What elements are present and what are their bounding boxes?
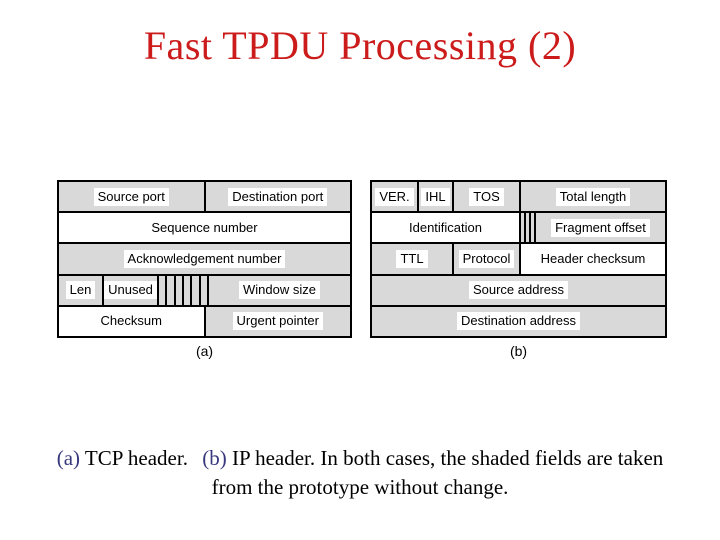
field-source-port: Source port <box>59 182 204 212</box>
field-window-size-label: Window size <box>239 281 320 300</box>
field-version: VER. <box>372 182 417 212</box>
field-identification: Identification <box>372 213 519 243</box>
caption-ref-b: (b) <box>202 446 227 470</box>
caption: (a) TCP header. (b) IP header. In both c… <box>0 444 720 502</box>
caption-line-1: (a) TCP header. (b) IP header. In both c… <box>0 444 720 473</box>
field-urgent-pointer: Urgent pointer <box>203 306 350 337</box>
field-checksum-label: Checksum <box>100 313 162 329</box>
field-fragment-offset-label: Fragment offset <box>551 218 650 237</box>
ip-flag-bit-cells <box>519 213 534 243</box>
ip-row-ttl-protocol-checksum: TTL Protocol Header checksum <box>372 242 665 274</box>
field-acknowledgement-number-label: Acknowledgement number <box>123 250 286 268</box>
flag-bit-cell <box>190 275 199 305</box>
caption-text-a: TCP header. <box>84 446 188 470</box>
flag-bit-cell <box>159 275 166 305</box>
tcp-diagram-label: (a) <box>195 343 214 359</box>
flag-bit-cell <box>173 275 182 305</box>
field-checksum: Checksum <box>59 306 204 337</box>
tcp-row-sequence: Sequence number <box>59 211 350 243</box>
ip-diagram-label: (b) <box>509 343 528 359</box>
ip-row-destination-address: Destination address <box>372 304 665 337</box>
field-ttl-label: TTL <box>396 250 428 268</box>
ip-row-identification-fragment: Identification Fragment offset <box>372 211 665 243</box>
field-version-label: VER. <box>375 187 414 206</box>
flag-bit-cell <box>181 275 191 305</box>
field-sequence-number-label: Sequence number <box>151 219 258 235</box>
tcp-row-checksum-urgent: Checksum Urgent pointer <box>59 304 350 337</box>
flag-bit-cell <box>198 275 207 305</box>
field-source-port-label: Source port <box>93 187 169 206</box>
field-protocol-label: Protocol <box>458 250 515 268</box>
caption-line-2: from the prototype without change. <box>211 475 509 499</box>
field-header-checksum-label: Header checksum <box>540 251 646 266</box>
tcp-row-ports: Source port Destination port <box>59 182 350 212</box>
tcp-row-acknowledgement: Acknowledgement number <box>59 242 350 274</box>
field-len-label: Len <box>65 281 96 300</box>
caption-text-b: IP header. In both cases, the shaded fie… <box>231 446 664 470</box>
field-ttl: TTL <box>372 244 452 274</box>
field-source-address-label: Source address <box>468 281 569 300</box>
field-protocol: Protocol <box>452 244 519 274</box>
field-destination-address: Destination address <box>372 306 665 337</box>
ip-row-source-address: Source address <box>372 273 665 305</box>
field-identification-label: Identification <box>409 219 482 235</box>
tcp-flag-bit-cells <box>157 275 207 305</box>
field-destination-port: Destination port <box>203 182 350 212</box>
flag-bit-cell <box>529 213 534 243</box>
flag-bit-cell <box>165 275 174 305</box>
field-destination-port-label: Destination port <box>228 187 328 206</box>
field-ihl-label: IHL <box>421 187 450 206</box>
field-tos-label: TOS <box>469 187 504 206</box>
ip-row-version-length: VER. IHL TOS Total length <box>372 182 665 212</box>
field-acknowledgement-number: Acknowledgement number <box>59 244 350 274</box>
field-len: Len <box>59 275 102 305</box>
field-source-address: Source address <box>372 275 665 305</box>
field-urgent-pointer-label: Urgent pointer <box>232 312 323 331</box>
ip-header-diagram: VER. IHL TOS Total length Identification <box>370 180 667 338</box>
field-total-length-label: Total length <box>555 187 631 206</box>
field-window-size: Window size <box>207 275 350 305</box>
flag-bit-cell <box>521 213 524 243</box>
field-unused: Unused <box>102 275 157 305</box>
slide-title: Fast TPDU Processing (2) <box>143 23 577 68</box>
field-header-checksum: Header checksum <box>519 244 665 274</box>
field-unused-label: Unused <box>104 281 157 300</box>
field-total-length: Total length <box>519 182 665 212</box>
flag-bit-cell <box>524 213 529 243</box>
field-sequence-number: Sequence number <box>59 213 350 243</box>
field-tos: TOS <box>452 182 519 212</box>
field-destination-address-label: Destination address <box>457 312 580 331</box>
caption-ref-a: (a) <box>56 446 81 470</box>
tcp-row-flags-window: Len Unused Window size <box>59 273 350 305</box>
tcp-header-diagram: Source port Destination port Sequence nu… <box>57 180 352 338</box>
field-fragment-offset: Fragment offset <box>534 213 665 243</box>
field-ihl: IHL <box>417 182 452 212</box>
